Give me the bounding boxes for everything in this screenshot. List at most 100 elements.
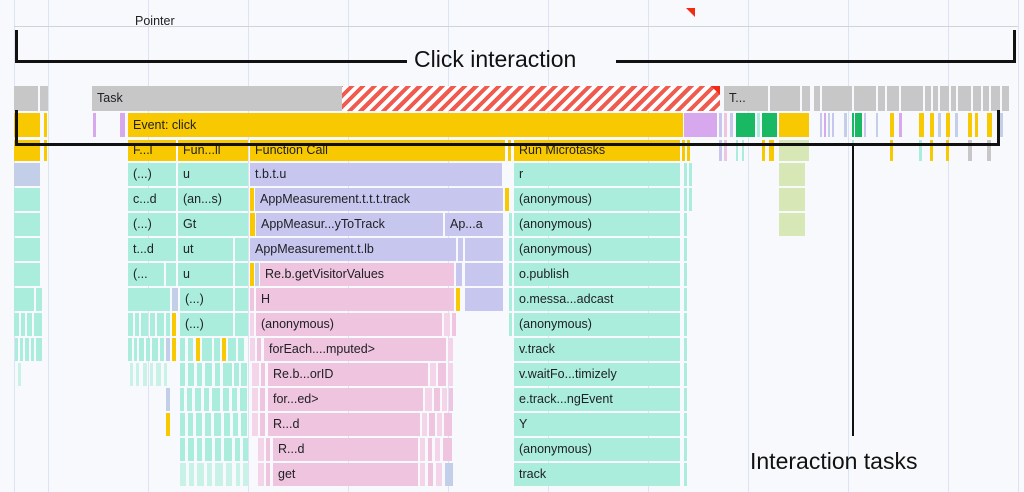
flame-bar-row-14-12[interactable]	[428, 438, 432, 461]
flame-bar-row-12-5[interactable]	[223, 388, 229, 411]
flame-bar-row-10-20[interactable]	[238, 338, 244, 361]
flame-bar-row-10-1[interactable]	[20, 338, 23, 361]
flame-bar-row-10-12[interactable]	[172, 338, 176, 361]
flame-bar-function-call-row-14[interactable]	[769, 140, 774, 161]
flame-bar-row-14-2[interactable]	[197, 438, 202, 461]
flame-bar-row-11-19[interactable]	[438, 363, 446, 386]
flame-bar-row-5-1[interactable]: (...)	[128, 213, 176, 236]
flame-bar-row-15-0[interactable]	[180, 463, 186, 486]
flame-bar-row-4-5[interactable]	[505, 188, 509, 211]
flame-bar-task-row-9[interactable]	[854, 86, 876, 111]
flame-bar-row-13-12[interactable]	[422, 413, 427, 436]
flame-bar-row-7-6[interactable]	[255, 263, 259, 286]
flame-bar-row-12-10[interactable]	[260, 388, 265, 411]
flame-bar-row-4-0[interactable]	[14, 188, 40, 211]
flame-bar-row-9-14[interactable]: (anonymous)	[256, 313, 442, 336]
flame-bar-row-3-5[interactable]	[684, 163, 687, 186]
flame-bar-row-4-6[interactable]: (anonymous)	[514, 188, 680, 211]
flame-bar-row-15-13[interactable]	[436, 463, 442, 486]
flame-bar-row-11-1[interactable]	[130, 363, 133, 386]
flame-bar-row-9-17[interactable]	[509, 313, 512, 336]
flame-bar-task-row-17[interactable]	[958, 86, 971, 111]
flame-bar-row-9-12[interactable]	[235, 313, 248, 336]
flame-bar-row-10-6[interactable]	[134, 338, 137, 361]
flame-bar-row-10-18[interactable]	[222, 338, 226, 361]
flame-bar-row-11-22[interactable]	[684, 363, 687, 386]
flame-bar-row-10-21[interactable]	[250, 338, 255, 361]
flame-bar-row-12-16[interactable]: e.track...ngEvent	[514, 388, 680, 411]
flame-bar-task-row-21[interactable]	[1002, 86, 1009, 111]
flame-bar-task-row-19[interactable]	[983, 86, 989, 111]
flame-bar-row-6-9[interactable]	[684, 238, 687, 261]
flame-bar-row-10-5[interactable]	[128, 338, 132, 361]
flame-bar-row-13-14[interactable]	[437, 413, 442, 436]
flame-bar-task-row-8[interactable]	[822, 86, 852, 111]
flame-bar-row-15-10[interactable]: get	[273, 463, 418, 486]
flame-bar-event-row-22[interactable]	[890, 113, 894, 137]
flame-bar-row-9-2[interactable]	[27, 313, 32, 336]
flame-bar-row-12-9[interactable]	[252, 388, 258, 411]
flame-bar-row-12-12[interactable]	[425, 388, 432, 411]
flame-bar-row-14-5[interactable]	[224, 438, 232, 461]
flame-bar-row-8-9[interactable]	[465, 288, 503, 311]
flame-bar-row-10-9[interactable]	[152, 338, 158, 361]
flame-bar-row-8-0[interactable]	[14, 288, 34, 311]
flame-bar-row-12-11[interactable]: for...ed>	[268, 388, 423, 411]
flame-bar-row-10-23[interactable]: forEach....mputed>	[264, 338, 446, 361]
flame-bar-row-8-5[interactable]	[235, 288, 248, 311]
flame-bar-function-call-row-13[interactable]	[762, 140, 765, 161]
flame-bar-event-row-8[interactable]	[730, 113, 733, 137]
flame-bar-row-11-10[interactable]	[205, 363, 212, 386]
flame-bar-row-10-0[interactable]	[15, 338, 18, 361]
flame-bar-row-7-5[interactable]	[250, 263, 254, 286]
flame-bar-row-5-2[interactable]: Gt	[178, 213, 248, 236]
flame-bar-row-6-5[interactable]	[458, 238, 463, 261]
flame-bar-row-4-3[interactable]	[250, 188, 254, 211]
flame-bar-row-13-11[interactable]: R...d	[268, 413, 420, 436]
flame-bar-row-9-3[interactable]	[34, 313, 42, 336]
flame-bar-row-11-7[interactable]	[180, 363, 185, 386]
flame-bar-row-10-10[interactable]	[160, 338, 164, 361]
flame-bar-event-row-31[interactable]	[987, 113, 992, 137]
flame-bar-event-row-28[interactable]	[955, 113, 958, 137]
flame-bar-row-7-7[interactable]: Re.b.getVisitorValues	[260, 263, 454, 286]
flame-bar-event-row-0[interactable]	[14, 113, 40, 137]
flame-bar-row-15-6[interactable]	[236, 463, 240, 486]
flame-bar-row-12-14[interactable]	[442, 388, 447, 411]
flame-bar-row-11-0[interactable]	[18, 363, 21, 386]
flame-bar-row-12-17[interactable]	[684, 388, 687, 411]
flame-bar-row-3-7[interactable]	[779, 163, 805, 186]
flame-bar-row-13-7[interactable]	[233, 413, 238, 436]
flame-bar-event-row-15[interactable]	[828, 113, 830, 137]
flame-bar-row-12-0[interactable]	[180, 388, 184, 411]
flame-bar-row-9-11[interactable]: (...)	[180, 313, 233, 336]
flame-bar-row-6-0[interactable]	[14, 238, 40, 261]
flame-bar-row-8-10[interactable]	[509, 288, 512, 311]
flame-bar-row-10-17[interactable]	[214, 338, 220, 361]
flame-bar-row-8-12[interactable]	[684, 288, 687, 311]
flame-bar-row-12-3[interactable]	[204, 388, 209, 411]
flame-bar-task-row-13[interactable]	[925, 86, 931, 111]
flame-bar-event-row-10[interactable]	[757, 113, 760, 137]
flame-bar-row-12-8[interactable]	[166, 388, 170, 411]
flame-bar-task-row-14[interactable]	[933, 86, 938, 111]
flame-bar-event-row-14[interactable]	[824, 113, 826, 137]
flame-bar-row-12-1[interactable]	[187, 388, 192, 411]
flame-bar-row-9-18[interactable]: (anonymous)	[514, 313, 680, 336]
flame-bar-row-6-7[interactable]	[509, 238, 512, 261]
flame-bar-row-11-13[interactable]	[234, 363, 239, 386]
flame-bar-row-13-2[interactable]	[188, 413, 193, 436]
flame-bar-row-7-9[interactable]	[465, 263, 503, 286]
flame-bar-row-12-7[interactable]	[240, 388, 247, 411]
flame-bar-row-15-5[interactable]	[226, 463, 232, 486]
flame-bar-event-row-19[interactable]	[855, 113, 862, 137]
flame-bar-function-call-row-10[interactable]	[724, 140, 727, 161]
flame-bar-row-7-0[interactable]	[14, 263, 40, 286]
flame-bar-row-11-20[interactable]	[448, 363, 453, 386]
flame-bar-row-10-24[interactable]	[448, 338, 453, 361]
flame-bar-row-10-15[interactable]	[196, 338, 200, 361]
flame-bar-row-9-10[interactable]	[172, 313, 176, 336]
flame-bar-row-13-5[interactable]	[214, 413, 221, 436]
flame-bar-row-9-6[interactable]	[141, 313, 148, 336]
flame-bar-row-13-16[interactable]: Y	[514, 413, 680, 436]
